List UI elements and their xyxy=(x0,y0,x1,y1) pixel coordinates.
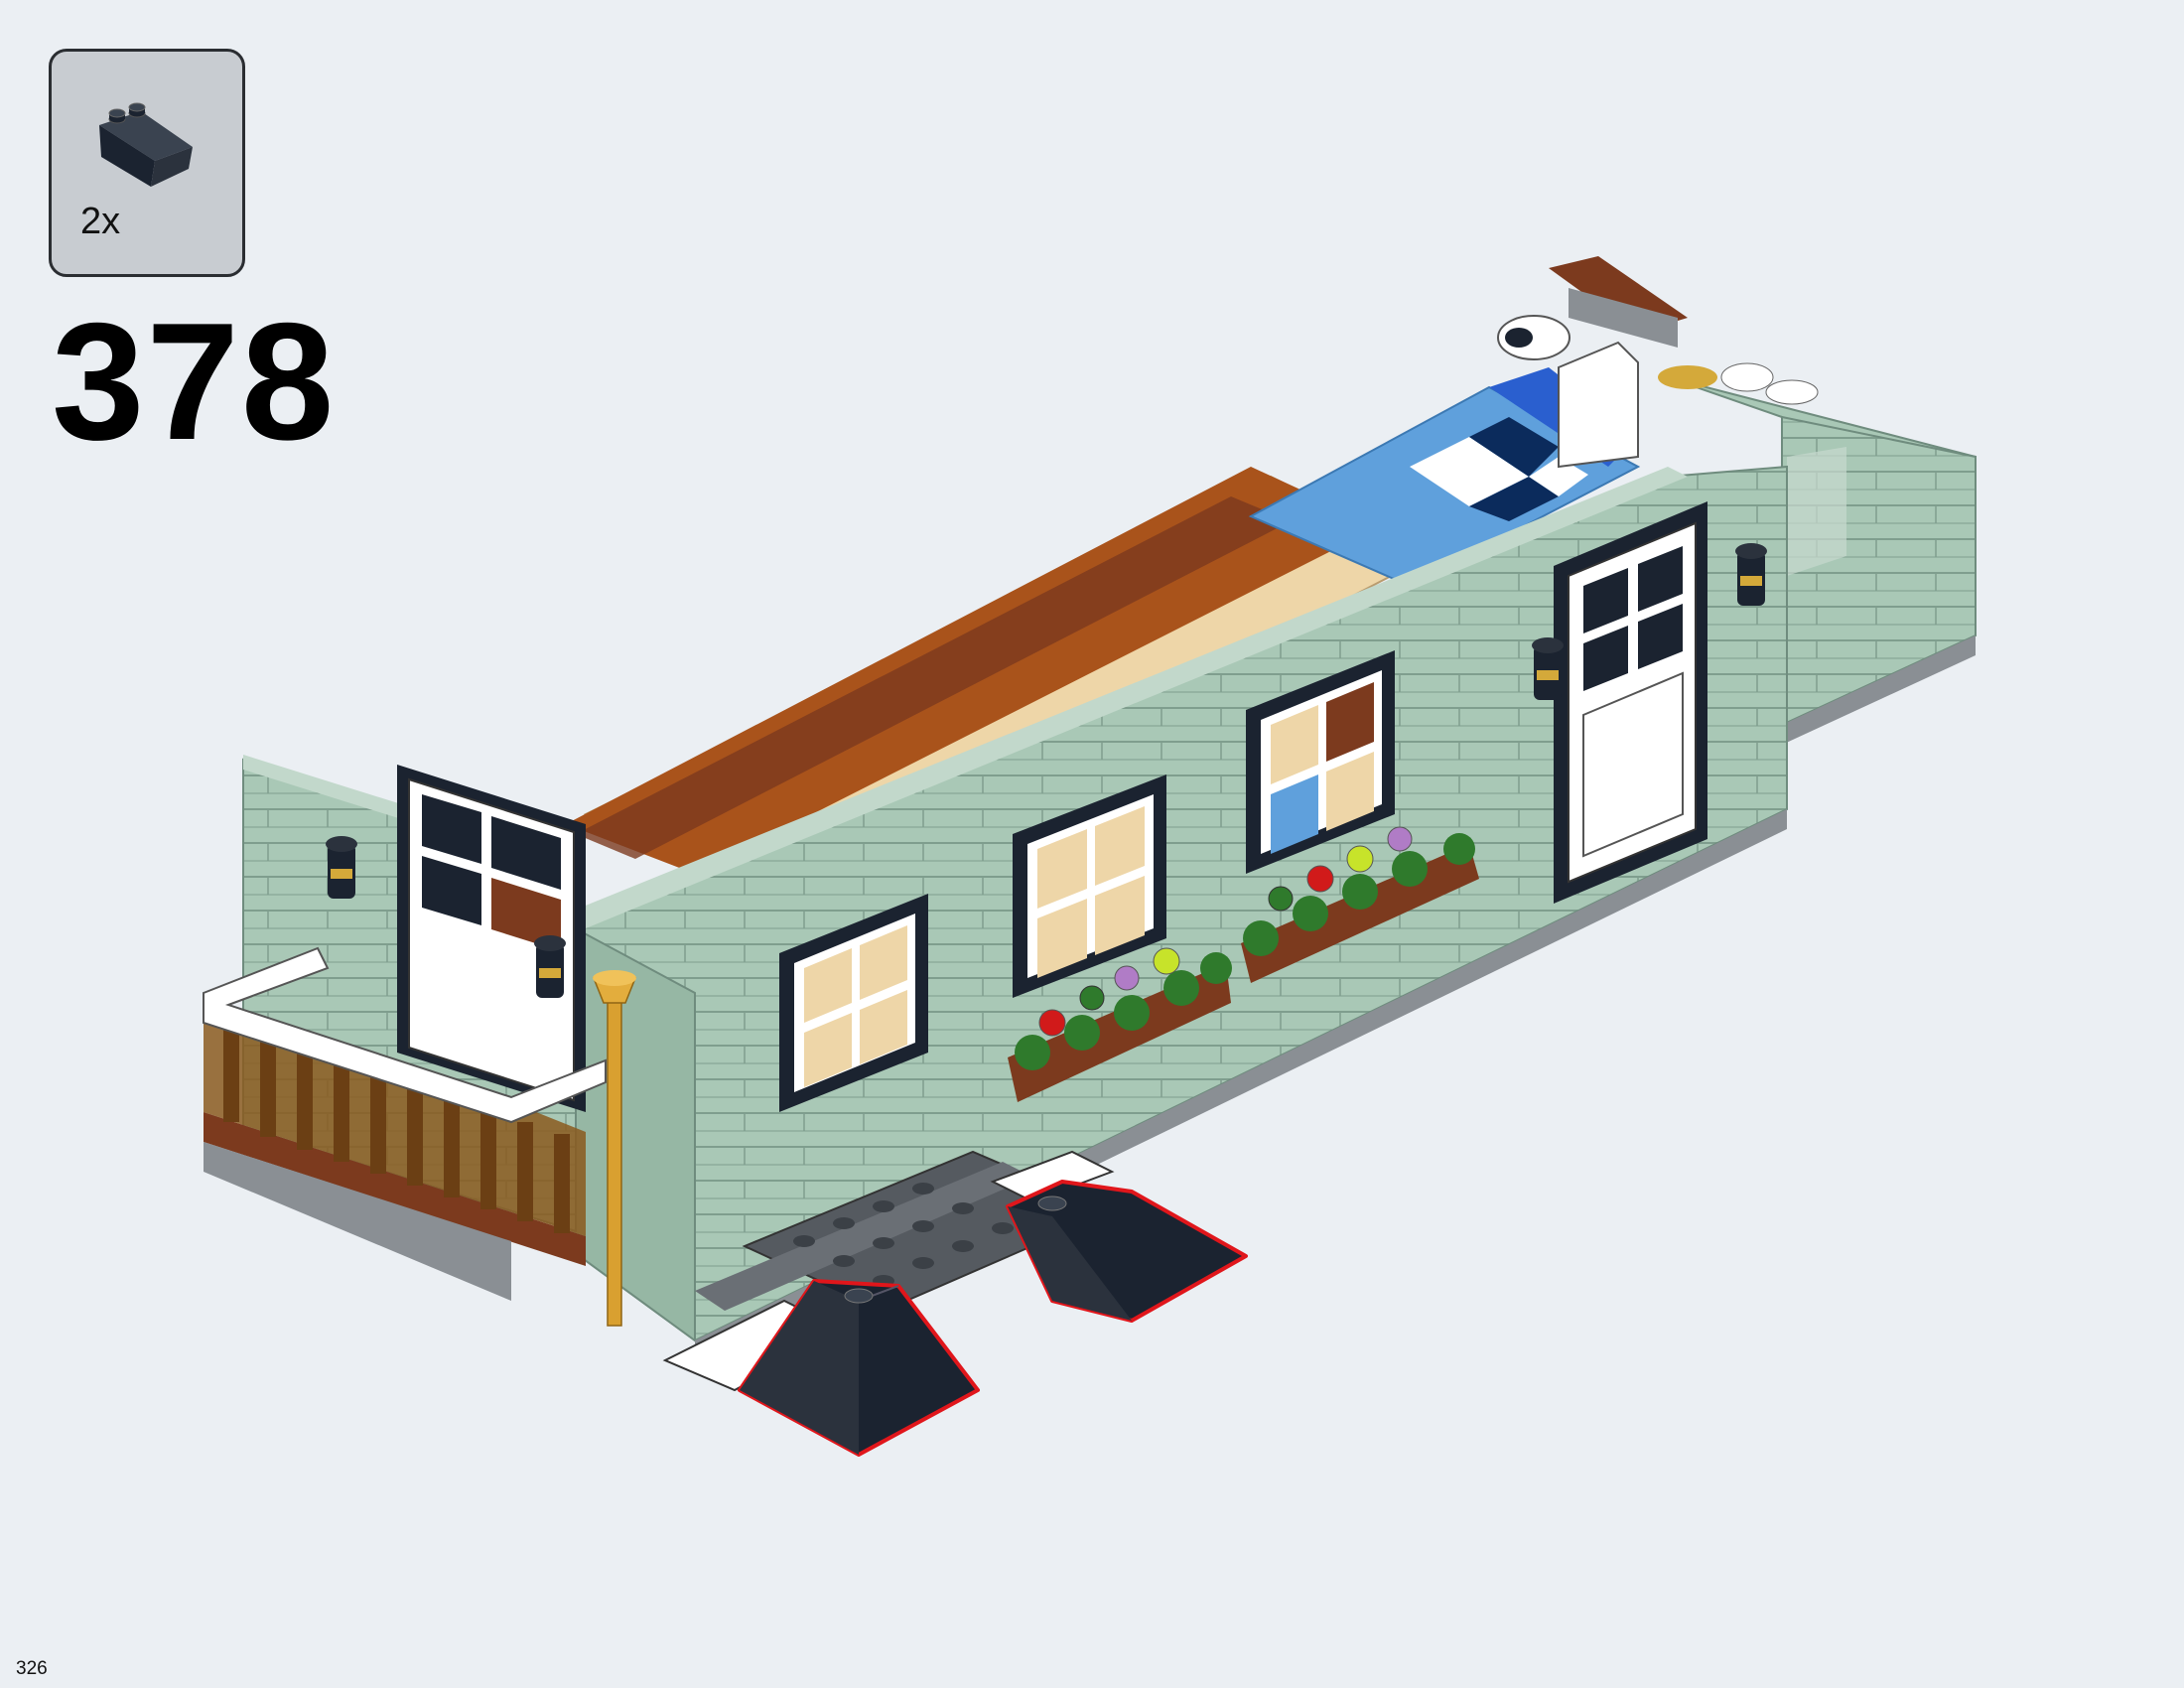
wall-lamp-1 xyxy=(326,836,357,899)
new-slope-part-2 xyxy=(1006,1180,1248,1323)
street-lamp xyxy=(592,970,637,1327)
flower-box-2 xyxy=(1241,826,1479,983)
flower-box-1 xyxy=(1008,947,1232,1102)
parts-callout: 2x xyxy=(49,49,245,277)
floor-surface xyxy=(566,367,1641,906)
wall-lamp-2 xyxy=(534,935,566,998)
rear-fixtures xyxy=(1497,256,1819,469)
window-2 xyxy=(1013,774,1166,998)
wall-lamp-4 xyxy=(1735,543,1767,606)
new-slope-part-1 xyxy=(738,1279,980,1457)
black-slope-brick-icon xyxy=(99,102,193,187)
wall-lamp-3 xyxy=(1532,637,1564,700)
side-door xyxy=(397,765,586,1112)
window-1 xyxy=(779,894,928,1112)
part-quantity: 2x xyxy=(80,201,121,242)
balcony xyxy=(203,946,607,1301)
window-3 xyxy=(1246,650,1395,874)
page-number: 326 xyxy=(16,1658,48,1679)
rear-door xyxy=(1554,501,1707,904)
step-number: 378 xyxy=(52,288,337,475)
